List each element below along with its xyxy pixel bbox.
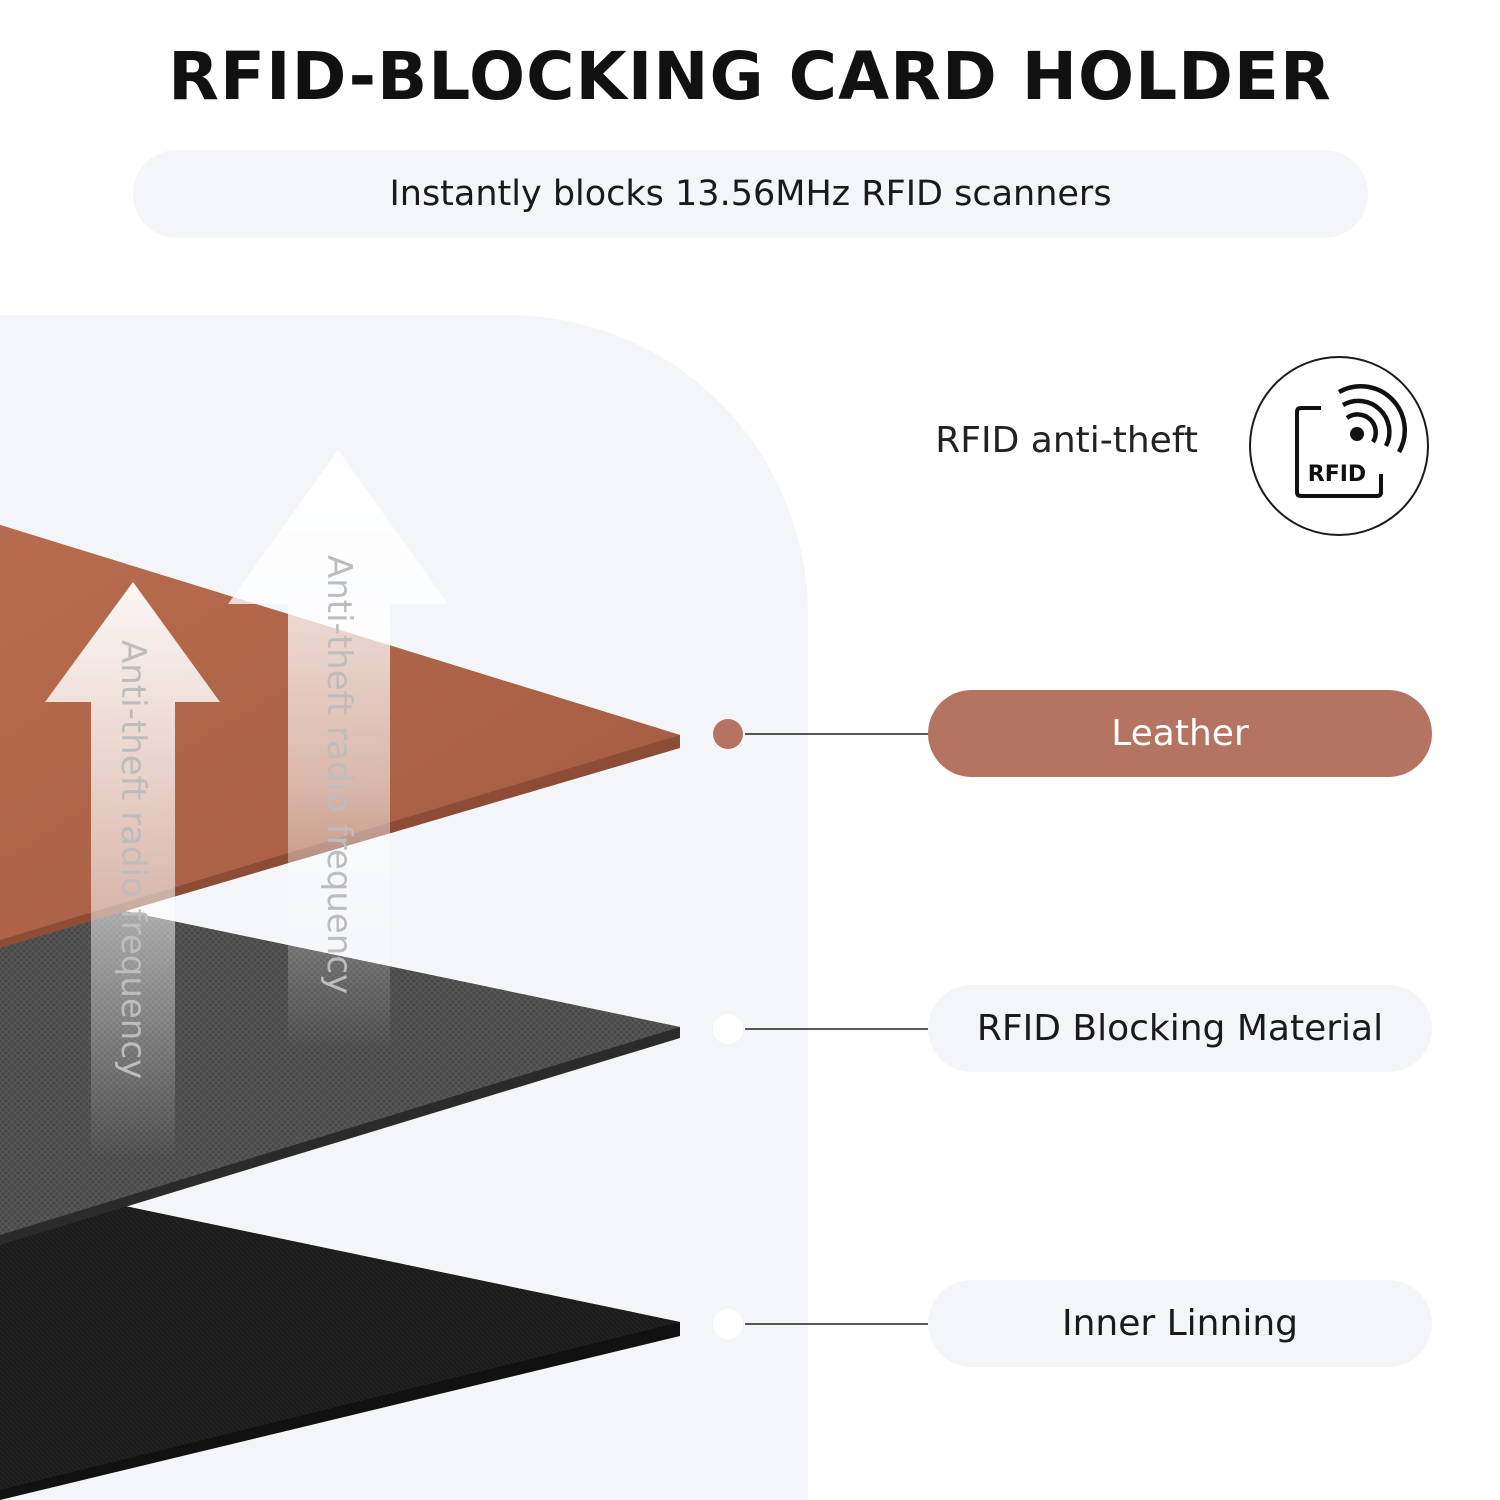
inner-lining-label: Inner Linning [928, 1280, 1432, 1367]
leather-connector [713, 719, 930, 749]
leather-label: Leather [928, 690, 1432, 777]
rfid-badge-text: RFID [1308, 462, 1366, 487]
left-arrow-text: Anti-theft radio frequency [113, 640, 153, 1079]
blocking-connector [713, 1014, 930, 1044]
subtitle-text: Instantly blocks 13.56MHz RFID scanners [389, 174, 1112, 214]
rfid-signal-icon: RFID [1295, 384, 1407, 498]
lining-connector [713, 1309, 930, 1339]
blocking-material-label: RFID Blocking Material [928, 985, 1432, 1072]
right-arrow: Anti-theft radio frequency [228, 450, 448, 1050]
subtitle-pill [133, 150, 1368, 238]
right-arrow-text: Anti-theft radio frequency [319, 555, 359, 994]
rfid-badge: RFID [1249, 356, 1429, 536]
page-title: RFID-BLOCKING CARD HOLDER [168, 38, 1332, 115]
rfid-feature-text: RFID anti-theft [935, 420, 1198, 461]
left-arrow: Anti-theft radio frequency [45, 582, 220, 1160]
inner-lining-layer [0, 1180, 680, 1500]
